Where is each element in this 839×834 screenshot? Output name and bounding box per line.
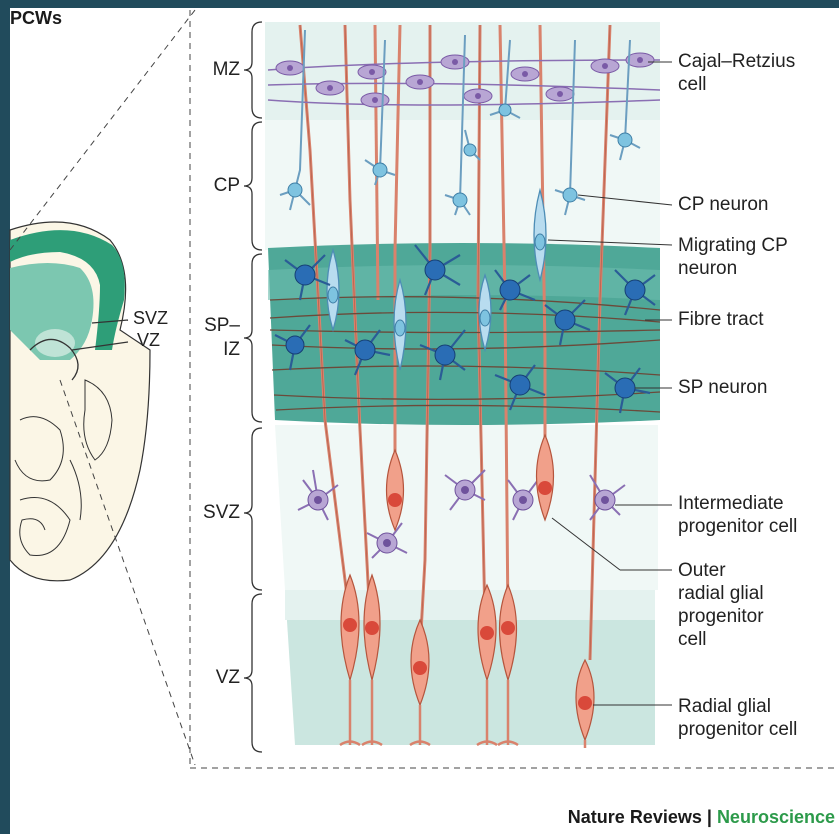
brace-spiz — [244, 254, 262, 422]
label-migrating-line2: neuron — [678, 257, 788, 280]
label-cajal-retzius-line2: cell — [678, 73, 795, 96]
label-intermediate-line1: Intermediate — [678, 492, 797, 515]
zone-label-cp: CP — [200, 176, 240, 196]
zone-label-mz: MZ — [200, 60, 240, 80]
brain-label-svz: SVZ — [133, 308, 168, 329]
brain-label-vz: VZ — [137, 330, 160, 351]
zone-label-spiz-2: IZ — [195, 340, 240, 360]
label-fibre-tract: Fibre tract — [678, 308, 764, 331]
zone-label-svz: SVZ — [195, 503, 240, 523]
brace-cp — [244, 122, 262, 250]
label-cp-neuron-line1: CP neuron — [678, 193, 769, 216]
label-intermediate-line2: progenitor cell — [678, 515, 797, 538]
credit-section: Neuroscience — [717, 807, 835, 827]
brace-mz — [244, 22, 262, 118]
zone-label-spiz-1: SP– — [195, 316, 240, 336]
journal-credit: Nature Reviews | Neuroscience — [568, 807, 835, 828]
zone-label-vz: VZ — [200, 668, 240, 688]
credit-journal: Nature Reviews — [568, 807, 702, 827]
label-outer-line1: Outer — [678, 559, 764, 582]
label-sp-neuron-line1: SP neuron — [678, 376, 767, 399]
label-cajal-retzius-line1: Cajal–Retzius — [678, 50, 795, 73]
label-outer-line4: cell — [678, 628, 764, 651]
zone-braces — [244, 22, 262, 752]
label-outer-radial-glial: Outer radial glial progenitor cell — [678, 559, 764, 651]
band-vz-top-highlight — [285, 590, 655, 620]
brain-section — [10, 222, 150, 581]
brace-svz — [244, 428, 262, 590]
label-radial-line2: progenitor cell — [678, 718, 797, 741]
label-fibre-tract-line1: Fibre tract — [678, 308, 764, 331]
label-cp-neuron: CP neuron — [678, 193, 769, 216]
zoom-line-top — [10, 10, 195, 250]
credit-separator: | — [707, 807, 712, 827]
label-radial-glial-progenitor: Radial glial progenitor cell — [678, 695, 797, 741]
label-outer-line3: progenitor — [678, 605, 764, 628]
brain-ventricle-inner — [35, 329, 75, 357]
label-cajal-retzius: Cajal–Retzius cell — [678, 50, 795, 96]
label-migrating-cp-neuron: Migrating CP neuron — [678, 234, 788, 280]
brace-vz — [244, 594, 262, 752]
label-migrating-line1: Migrating CP — [678, 234, 788, 257]
label-intermediate-progenitor: Intermediate progenitor cell — [678, 492, 797, 538]
label-sp-neuron: SP neuron — [678, 376, 767, 399]
label-outer-line2: radial glial — [678, 582, 764, 605]
label-radial-line1: Radial glial — [678, 695, 797, 718]
